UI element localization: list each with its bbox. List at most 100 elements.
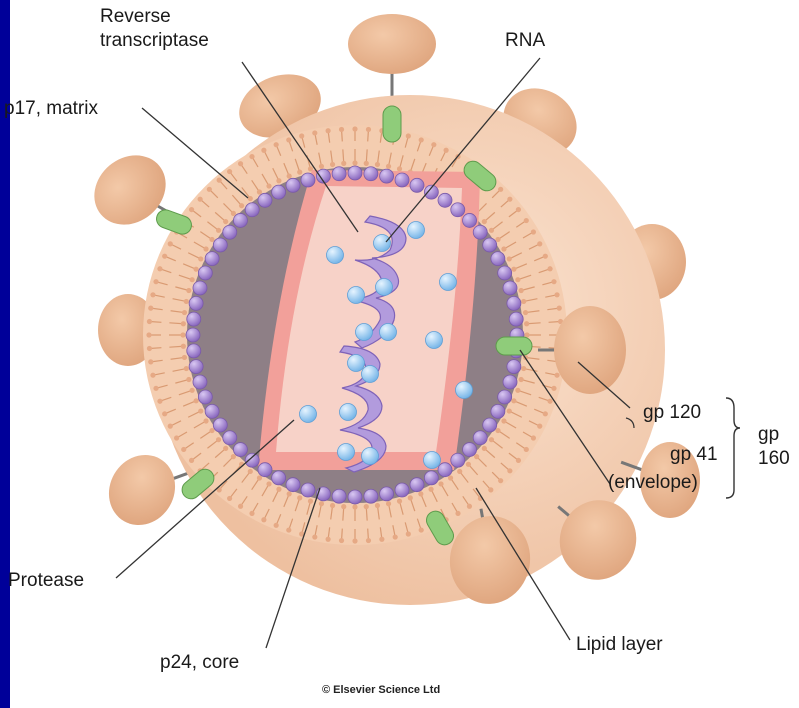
virion-diagram: Reverse transcriptase RNA p17, matrix gp… bbox=[10, 0, 799, 708]
enzyme-dot bbox=[374, 235, 391, 252]
lipid-head bbox=[184, 366, 189, 371]
lipid-head bbox=[182, 355, 187, 360]
label-p24-core: p24, core bbox=[160, 652, 239, 674]
matrix-bead bbox=[395, 483, 409, 497]
matrix-bead bbox=[213, 238, 227, 252]
enzyme-dot bbox=[348, 287, 365, 304]
lipid-head bbox=[157, 266, 162, 271]
matrix-bead bbox=[286, 178, 300, 192]
matrix-bead bbox=[245, 203, 259, 217]
lipid-head bbox=[193, 398, 198, 403]
lipid-head bbox=[352, 504, 357, 509]
matrix-bead bbox=[223, 431, 237, 445]
enzyme-dot bbox=[362, 366, 379, 383]
lipid-head bbox=[537, 241, 542, 246]
lipid-head bbox=[501, 418, 506, 423]
matrix-bead bbox=[410, 178, 424, 192]
lipid-head bbox=[274, 523, 279, 528]
lipid-head bbox=[406, 531, 411, 536]
gp120-knob-body bbox=[554, 306, 626, 394]
lipid-head bbox=[184, 299, 189, 304]
matrix-bead bbox=[186, 328, 200, 342]
lipid-head bbox=[489, 437, 494, 442]
lipid-head bbox=[297, 495, 302, 500]
lipid-head bbox=[341, 504, 346, 509]
lipid-head bbox=[153, 279, 158, 284]
lipid-head bbox=[287, 491, 292, 496]
lipid-head bbox=[146, 332, 151, 337]
lipid-head bbox=[507, 408, 512, 413]
lipid-head bbox=[511, 398, 516, 403]
lipid-head bbox=[366, 127, 371, 132]
matrix-bead bbox=[348, 166, 362, 180]
matrix-bead bbox=[438, 193, 452, 207]
lipid-head bbox=[276, 487, 281, 492]
matrix-bead bbox=[424, 471, 438, 485]
enzyme-dot bbox=[340, 404, 357, 421]
label-envelope: (envelope) bbox=[608, 472, 698, 494]
matrix-bead bbox=[380, 487, 394, 501]
lipid-head bbox=[203, 246, 208, 251]
enzyme-dot bbox=[338, 444, 355, 461]
lipid-head bbox=[207, 187, 212, 192]
lipid-head bbox=[516, 207, 521, 212]
lipid-head bbox=[524, 321, 529, 326]
lipid-head bbox=[521, 299, 526, 304]
matrix-bead bbox=[451, 203, 465, 217]
lipid-head bbox=[482, 219, 487, 224]
matrix-bead bbox=[258, 463, 272, 477]
matrix-bead bbox=[205, 404, 219, 418]
lipid-head bbox=[521, 366, 526, 371]
lipid-head bbox=[150, 292, 155, 297]
lipid-head bbox=[511, 267, 516, 272]
enzyme-dot bbox=[327, 247, 344, 264]
matrix-bead bbox=[503, 281, 517, 295]
matrix-bead bbox=[223, 225, 237, 239]
matrix-bead bbox=[364, 167, 378, 181]
lipid-head bbox=[181, 321, 186, 326]
enzyme-dot bbox=[426, 332, 443, 349]
matrix-bead bbox=[187, 344, 201, 358]
lipid-head bbox=[366, 538, 371, 543]
lipid-head bbox=[238, 161, 243, 166]
lipid-head bbox=[554, 373, 559, 378]
lipid-head bbox=[501, 246, 506, 251]
lipid-head bbox=[419, 527, 424, 532]
lipid-head bbox=[217, 178, 222, 183]
lipid-head bbox=[537, 424, 542, 429]
lipid-head bbox=[444, 148, 449, 153]
matrix-bead bbox=[503, 375, 517, 389]
enzyme-dot bbox=[362, 448, 379, 465]
lipid-head bbox=[266, 481, 271, 486]
hiv-virion-illustration bbox=[10, 0, 799, 708]
lipid-head bbox=[181, 447, 186, 452]
lipid-head bbox=[482, 446, 487, 451]
lipid-head bbox=[495, 428, 500, 433]
lipid-head bbox=[543, 411, 548, 416]
lipid-head bbox=[193, 267, 198, 272]
lipid-head bbox=[455, 511, 460, 516]
matrix-bead bbox=[233, 443, 247, 457]
lipid-head bbox=[543, 254, 548, 259]
label-rna: RNA bbox=[505, 30, 545, 52]
enzyme-dot bbox=[300, 406, 317, 423]
lipid-head bbox=[418, 491, 423, 496]
matrix-bead bbox=[301, 173, 315, 187]
lipid-head bbox=[266, 183, 271, 188]
enzyme-dot bbox=[348, 355, 365, 372]
lipid-head bbox=[524, 218, 529, 223]
enzyme-dot bbox=[456, 382, 473, 399]
matrix-bead bbox=[483, 238, 497, 252]
label-gp41: gp 41 bbox=[670, 444, 718, 466]
lipid-head bbox=[209, 428, 214, 433]
lipid-head bbox=[319, 501, 324, 506]
lipid-head bbox=[431, 142, 436, 147]
lipid-head bbox=[319, 164, 324, 169]
lipid-head bbox=[189, 458, 194, 463]
lipid-head bbox=[386, 501, 391, 506]
label-gp160-bottom: 160 bbox=[758, 448, 790, 470]
lipid-head bbox=[189, 207, 194, 212]
lipid-head bbox=[162, 254, 167, 259]
lipid-head bbox=[516, 458, 521, 463]
lipid-head bbox=[379, 537, 384, 542]
